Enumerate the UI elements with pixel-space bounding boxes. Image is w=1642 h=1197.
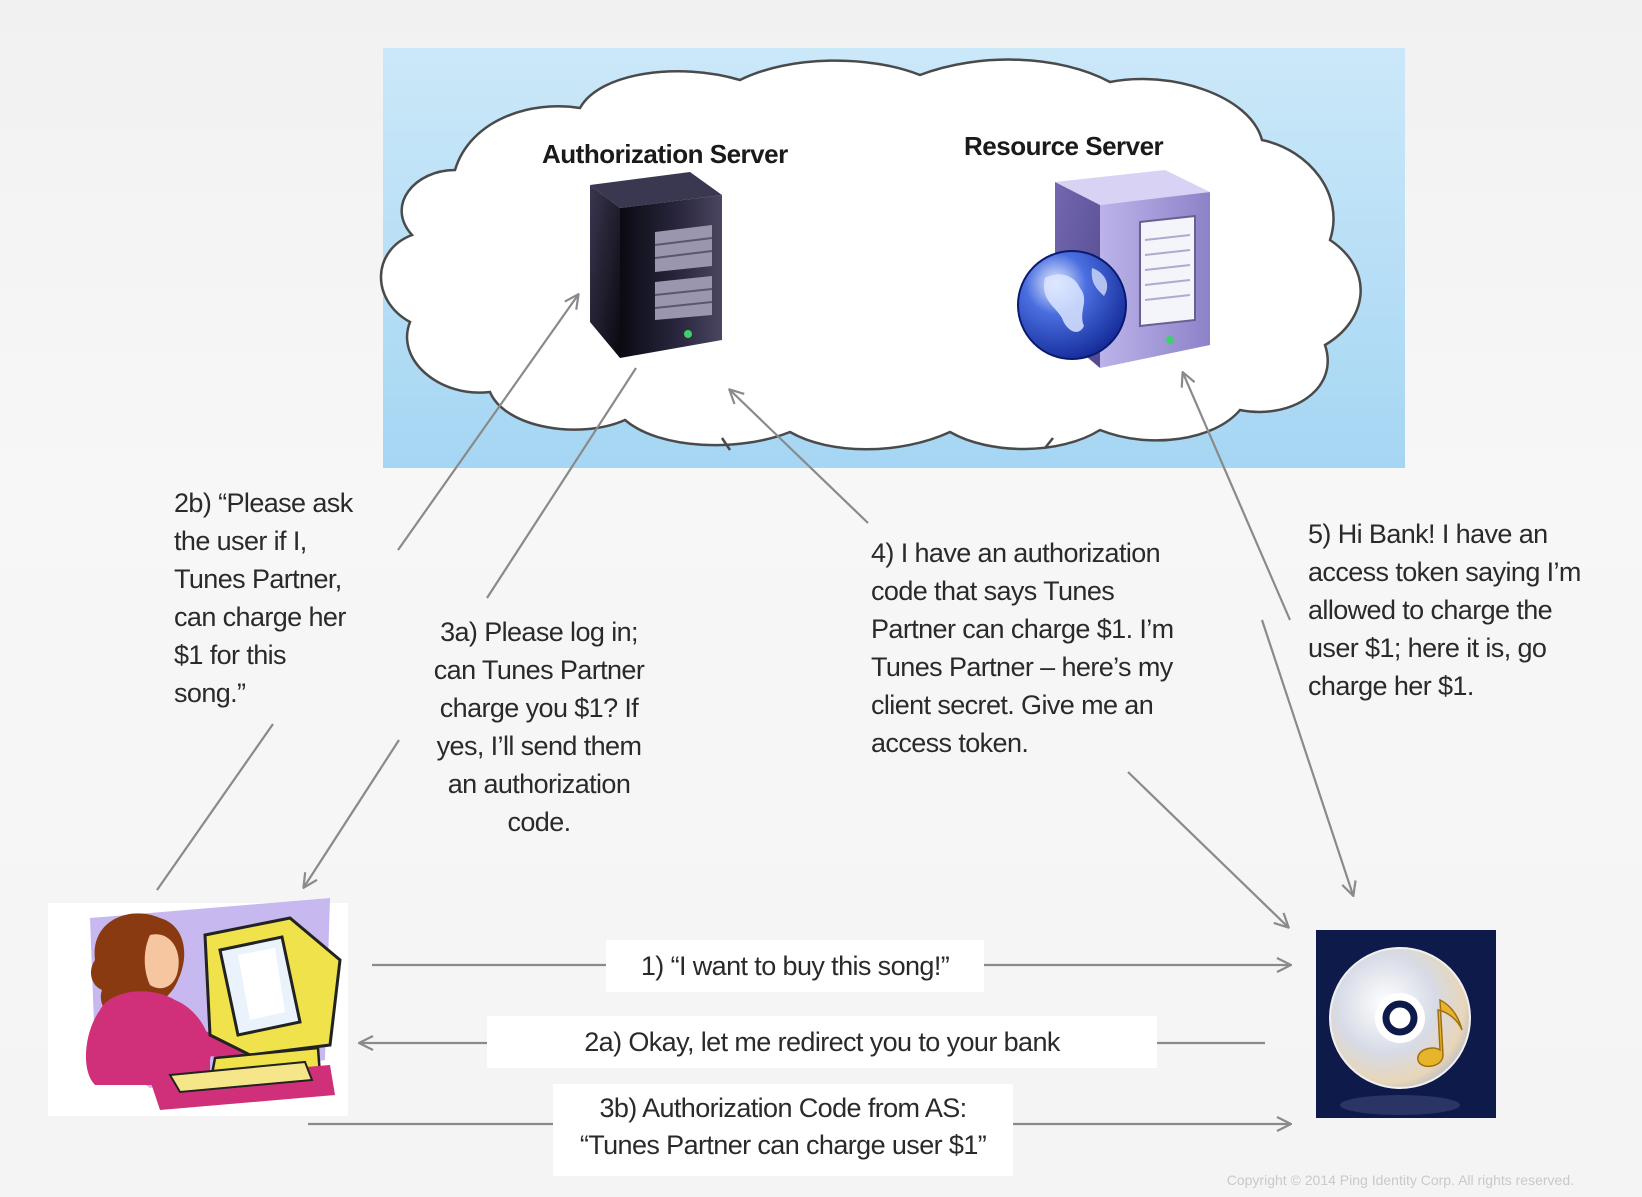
step-2b-line: can charge her xyxy=(174,602,346,632)
step-3a-line: charge you $1? If xyxy=(439,693,639,723)
globe-icon xyxy=(1017,250,1127,360)
step-3b-label: 3b) Authorization Code from AS: “Tunes P… xyxy=(553,1084,1013,1176)
step-3a-line: code. xyxy=(507,807,571,837)
step-5-line: user $1; here it is, go xyxy=(1308,633,1547,663)
arrow-3a-upper xyxy=(486,367,637,599)
step-4-line: Tunes Partner – here’s my xyxy=(871,652,1173,682)
arrow-3a xyxy=(304,739,400,887)
arrow-4-upper xyxy=(730,390,869,524)
step-4-text: 4) I have an authorization code that say… xyxy=(871,534,1174,762)
step-5-line: 5) Hi Bank! I have an xyxy=(1308,519,1548,549)
copyright-notice: Copyright © 2014 Ping Identity Corp. All… xyxy=(1226,1172,1574,1188)
step-2b-line: $1 for this xyxy=(174,640,287,670)
step-2b-text: 2b) “Please ask the user if I, Tunes Par… xyxy=(174,484,353,712)
step-2a-label: 2a) Okay, let me redirect you to your ba… xyxy=(487,1016,1157,1068)
arrow-4-lower xyxy=(1127,771,1288,927)
step-3a-line: an authorization xyxy=(447,769,631,799)
step-2b-line: song.” xyxy=(174,678,246,708)
arrow-5-up xyxy=(1183,373,1292,621)
step-4-line: Partner can charge $1. I’m xyxy=(871,614,1174,644)
step-5-line: charge her $1. xyxy=(1308,671,1474,701)
resource-server-label: Resource Server xyxy=(964,131,1164,161)
step-2b-line: 2b) “Please ask xyxy=(174,488,353,518)
step-3a-line: 3a) Please log in; xyxy=(440,617,638,647)
step-3a-text: 3a) Please log in; can Tunes Partner cha… xyxy=(414,613,664,841)
arrow-5-down xyxy=(1260,619,1353,895)
step-3a-line: can Tunes Partner xyxy=(433,655,645,685)
step-2b-line: Tunes Partner, xyxy=(174,564,342,594)
step-4-line: client secret. Give me an xyxy=(871,690,1154,720)
step-5-text: 5) Hi Bank! I have an access token sayin… xyxy=(1308,515,1581,705)
cloud-shape xyxy=(379,58,1362,451)
step-3a-line: yes, I’ll send them xyxy=(436,731,642,761)
step-3b-line: “Tunes Partner can charge user $1” xyxy=(579,1130,987,1160)
step-1-label: 1) “I want to buy this song!” xyxy=(606,940,984,992)
step-4-line: code that says Tunes xyxy=(871,576,1115,606)
authorization-server-icon xyxy=(590,172,722,358)
arrow-2b xyxy=(397,295,578,551)
user-computer-icon xyxy=(48,898,348,1116)
step-4-line: 4) I have an authorization xyxy=(871,538,1161,568)
step-5-line: access token saying I’m xyxy=(1308,557,1581,587)
music-cd-icon xyxy=(1316,930,1496,1118)
step-5-line: allowed to charge the xyxy=(1308,595,1553,625)
step-2b-line: the user if I, xyxy=(174,526,307,556)
authorization-server-label: Authorization Server xyxy=(542,139,788,169)
arrow-2b-lower xyxy=(156,723,274,891)
step-4-line: access token. xyxy=(871,728,1029,758)
step-3b-line: 3b) Authorization Code from AS: xyxy=(599,1093,967,1123)
